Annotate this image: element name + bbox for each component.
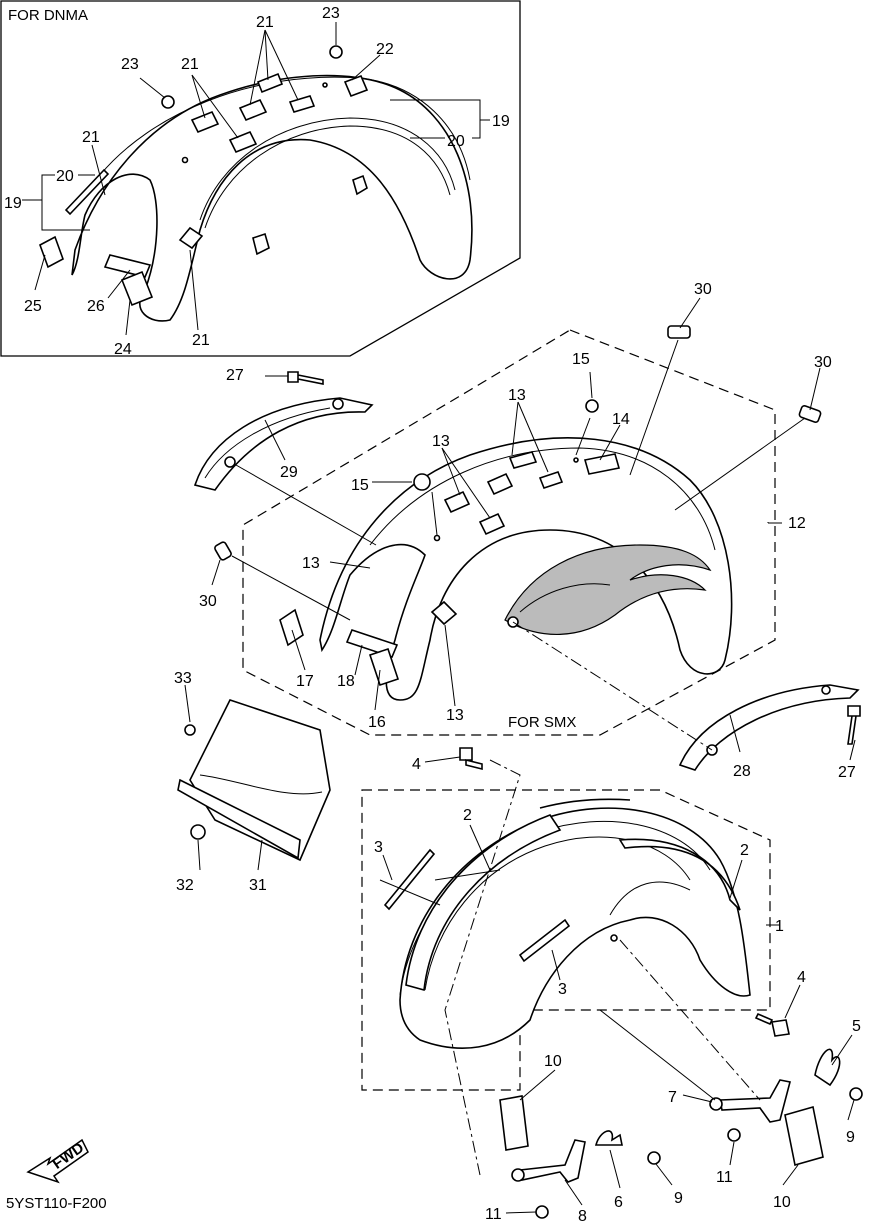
callout-30: 30 (814, 354, 832, 371)
inset-fender (39, 45, 473, 322)
rivet-32 (190, 824, 206, 840)
smx-fender (279, 399, 733, 701)
callout-27: 27 (226, 367, 244, 384)
grommet-30 (667, 325, 691, 339)
callout-13: 13 (302, 555, 320, 572)
callout-23: 23 (121, 56, 139, 73)
callout-12: 12 (788, 515, 806, 532)
clip-6 (594, 1130, 623, 1146)
bolt-27 (287, 371, 324, 385)
bolt-4 (459, 747, 483, 771)
callout-8: 8 (578, 1208, 587, 1222)
callout-20: 20 (56, 168, 74, 185)
reflector-10 (499, 1095, 529, 1151)
callout-21: 21 (181, 56, 199, 73)
clip-5 (814, 1048, 841, 1087)
callout-25: 25 (24, 298, 42, 315)
main-fender (383, 798, 751, 1049)
callout-6: 6 (614, 1194, 623, 1211)
nut-11 (727, 1128, 741, 1142)
callout-31: 31 (249, 877, 267, 894)
callout-29: 29 (280, 464, 298, 481)
callout-5: 5 (852, 1018, 861, 1035)
inset-frame (0, 0, 521, 357)
callout-15: 15 (351, 477, 369, 494)
callout-22: 22 (376, 41, 394, 58)
callout-20: 20 (447, 133, 465, 150)
diagram-code: 5YST110-F200 (6, 1195, 107, 1212)
callout-15: 15 (572, 351, 590, 368)
callout-10: 10 (544, 1053, 562, 1070)
callout-19: 19 (4, 195, 22, 212)
callout-32: 32 (176, 877, 194, 894)
callout-28: 28 (733, 763, 751, 780)
rail-29 (193, 397, 374, 491)
callout-3: 3 (374, 839, 383, 856)
callout-14: 14 (612, 411, 630, 428)
callout-3: 3 (558, 981, 567, 998)
callout-33: 33 (174, 670, 192, 687)
callout-26: 26 (87, 298, 105, 315)
callout-7: 7 (668, 1089, 677, 1106)
callout-11: 11 (716, 1169, 733, 1186)
callout-1: 1 (775, 918, 784, 935)
callout-labels: 21 23 22 23 21 19 20 21 20 19 25 26 24 2… (4, 5, 861, 1222)
callout-13: 13 (508, 387, 526, 404)
callout-16: 16 (368, 714, 386, 731)
callout-21: 21 (256, 14, 274, 31)
callout-30: 30 (694, 281, 712, 298)
bracket-7 (719, 1079, 791, 1123)
callout-4: 4 (797, 969, 806, 986)
callout-30: 30 (199, 593, 217, 610)
callout-2: 2 (740, 842, 749, 859)
smx-group-outline (242, 329, 776, 736)
callout-11: 11 (485, 1206, 502, 1222)
callout-17: 17 (296, 673, 314, 690)
callout-10: 10 (773, 1194, 791, 1211)
callout-27: 27 (838, 764, 856, 781)
callout-9: 9 (846, 1129, 855, 1146)
callout-9: 9 (674, 1190, 683, 1207)
rail-28 (678, 684, 860, 771)
flame-graphic (504, 544, 712, 635)
clip-33 (184, 724, 196, 736)
callout-13: 13 (446, 707, 464, 724)
callout-24: 24 (114, 341, 132, 358)
callout-19: 19 (492, 113, 510, 130)
smx-title: FOR SMX (508, 714, 576, 731)
bracket-8 (519, 1139, 586, 1183)
inset-title: FOR DNMA (8, 7, 88, 24)
mudguard-31 (189, 699, 331, 862)
callout-18: 18 (337, 673, 355, 690)
callout-13: 13 (432, 433, 450, 450)
fender-group-outline (361, 789, 771, 1091)
callout-21: 21 (192, 332, 210, 349)
callout-4: 4 (412, 756, 421, 773)
screw-9 (849, 1087, 863, 1101)
decal (190, 110, 220, 134)
callout-2: 2 (463, 807, 472, 824)
callout-23: 23 (322, 5, 340, 22)
fwd-arrow-icon: FWD (26, 1138, 89, 1184)
callout-21: 21 (82, 129, 100, 146)
